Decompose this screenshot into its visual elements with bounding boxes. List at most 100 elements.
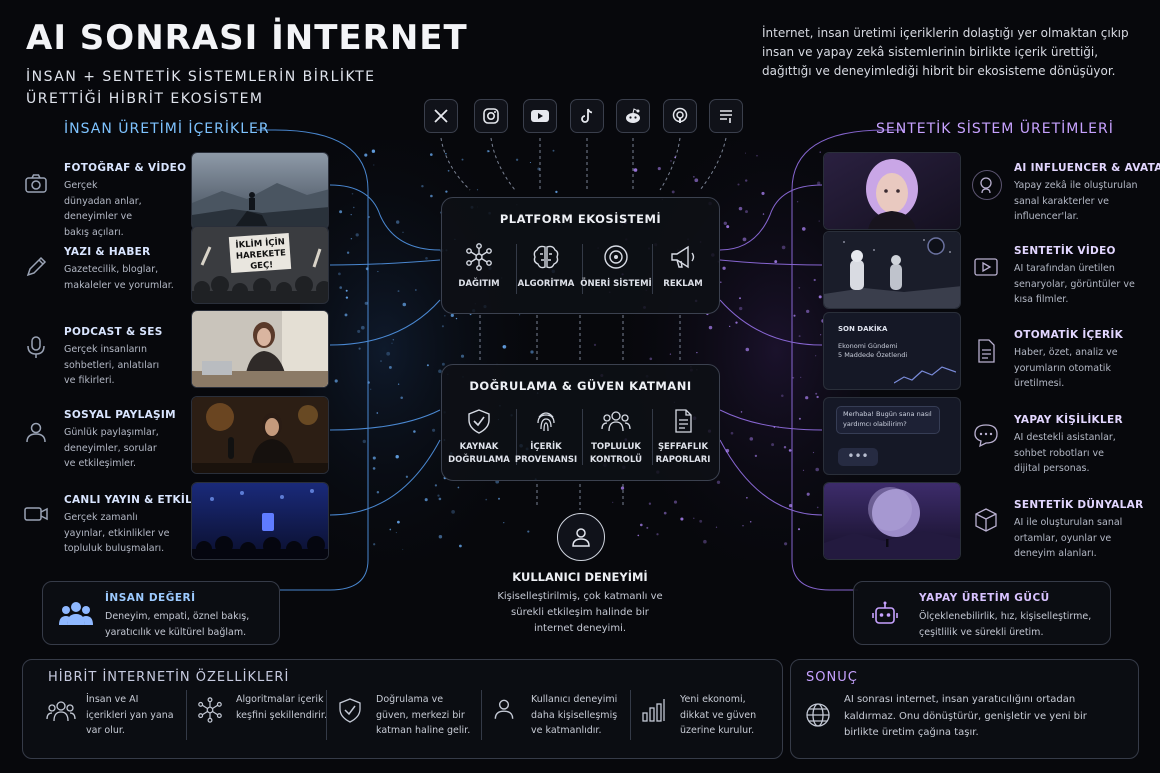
particle (792, 376, 795, 379)
synthetic-power-title: YAPAY ÜRETİM GÜCÜ (919, 592, 1050, 604)
left-item-podcast-audio: PODCAST & SES Gerçek insanların sohbetle… (64, 326, 163, 386)
particle (438, 535, 443, 539)
particle (816, 395, 819, 399)
divider (652, 244, 653, 294)
features-box (22, 659, 783, 759)
particle (402, 302, 407, 307)
particle (437, 494, 440, 497)
photo-climate-protest: İKLİM İÇİN HAREKETE GEÇ! (191, 226, 329, 304)
particle (391, 342, 393, 344)
particle (800, 376, 802, 379)
conclusion-box (790, 659, 1139, 759)
particle (515, 158, 519, 161)
particle (445, 152, 447, 155)
particle (377, 271, 379, 273)
avatar-icon (972, 170, 1002, 200)
particle (518, 314, 521, 316)
target-icon (604, 245, 628, 269)
particle (397, 383, 400, 385)
divider (652, 409, 653, 465)
feature-algorithms: Algoritmalar içerik keşfini şekillendiri… (196, 690, 331, 746)
divider (516, 244, 517, 294)
divider (481, 690, 482, 740)
particle (771, 443, 775, 447)
left-item-writing-news: YAZI & HABER Gazetecilik, bloglar, makal… (64, 246, 174, 291)
particle (415, 289, 417, 291)
particle (725, 448, 730, 453)
particle (552, 149, 555, 152)
particle (346, 251, 350, 254)
tiktok-icon[interactable] (570, 99, 604, 133)
particle (806, 492, 810, 496)
particle (368, 216, 370, 218)
microphone-icon (22, 333, 52, 363)
particle (502, 344, 507, 349)
particle (715, 526, 718, 528)
particle (796, 201, 799, 203)
particle (372, 467, 376, 470)
particle (486, 150, 490, 153)
particle (815, 392, 818, 395)
particle (620, 486, 625, 490)
feed-icon[interactable] (709, 99, 743, 133)
particle (745, 347, 750, 352)
particle (633, 168, 638, 172)
particle (455, 317, 458, 320)
particle (344, 313, 348, 317)
particle (793, 314, 796, 317)
particle (693, 517, 695, 520)
news-line-1: Ekonomi Gündemi (838, 342, 898, 350)
chat-icon (972, 421, 1002, 451)
particle (372, 456, 376, 460)
youtube-icon[interactable] (523, 99, 557, 133)
particle (461, 158, 464, 161)
particle (444, 315, 446, 317)
particle (781, 245, 786, 250)
reddit-icon[interactable] (616, 99, 650, 133)
particle (781, 394, 784, 397)
particle (815, 467, 819, 472)
particle (818, 220, 820, 222)
particle (742, 525, 744, 527)
particle (370, 388, 372, 390)
particle (527, 530, 530, 533)
human-value-box: İNSAN DEĞERİ Deneyim, empati, öznel bakı… (42, 581, 280, 645)
particle (339, 286, 343, 289)
particle (798, 417, 801, 420)
particle (400, 396, 403, 400)
particle (801, 227, 806, 231)
particle (353, 206, 355, 209)
particle (648, 502, 652, 505)
particle (812, 451, 815, 454)
particle (673, 500, 678, 504)
particle (365, 267, 369, 271)
particle (373, 543, 376, 546)
particle (389, 528, 392, 531)
particle (593, 343, 597, 347)
image-news-card: SON DAKİKA Ekonomi Gündemi 5 Maddede Öze… (823, 312, 961, 390)
particle (450, 313, 454, 318)
particle (797, 528, 801, 531)
features-heading: HİBRİT İNTERNETİN ÖZELLİKLERİ (48, 670, 290, 685)
x-icon[interactable] (424, 99, 458, 133)
particle (761, 191, 765, 195)
particle (441, 325, 444, 328)
particle (364, 153, 368, 157)
podcast-icon[interactable] (663, 99, 697, 133)
particle (646, 526, 649, 529)
particle (376, 412, 379, 414)
instagram-icon[interactable] (474, 99, 508, 133)
conclusion-heading: SONUÇ (806, 670, 858, 685)
news-tag: SON DAKİKA (838, 325, 888, 333)
particle (402, 231, 404, 233)
particle (777, 426, 779, 428)
user-icon (491, 696, 521, 726)
page-title: AI SONRASI İNTERNET (26, 18, 468, 58)
particle (756, 155, 758, 157)
left-item-live-stream: CANLI YAYIN & ETKİLEŞİM Gerçek zamanlı y… (64, 494, 223, 554)
synthetic-power-desc: Ölçeklenebilirlik, hız, kişiselleştirme,… (919, 611, 1092, 638)
divider (326, 690, 327, 740)
particle (729, 325, 731, 328)
particle (806, 309, 810, 314)
